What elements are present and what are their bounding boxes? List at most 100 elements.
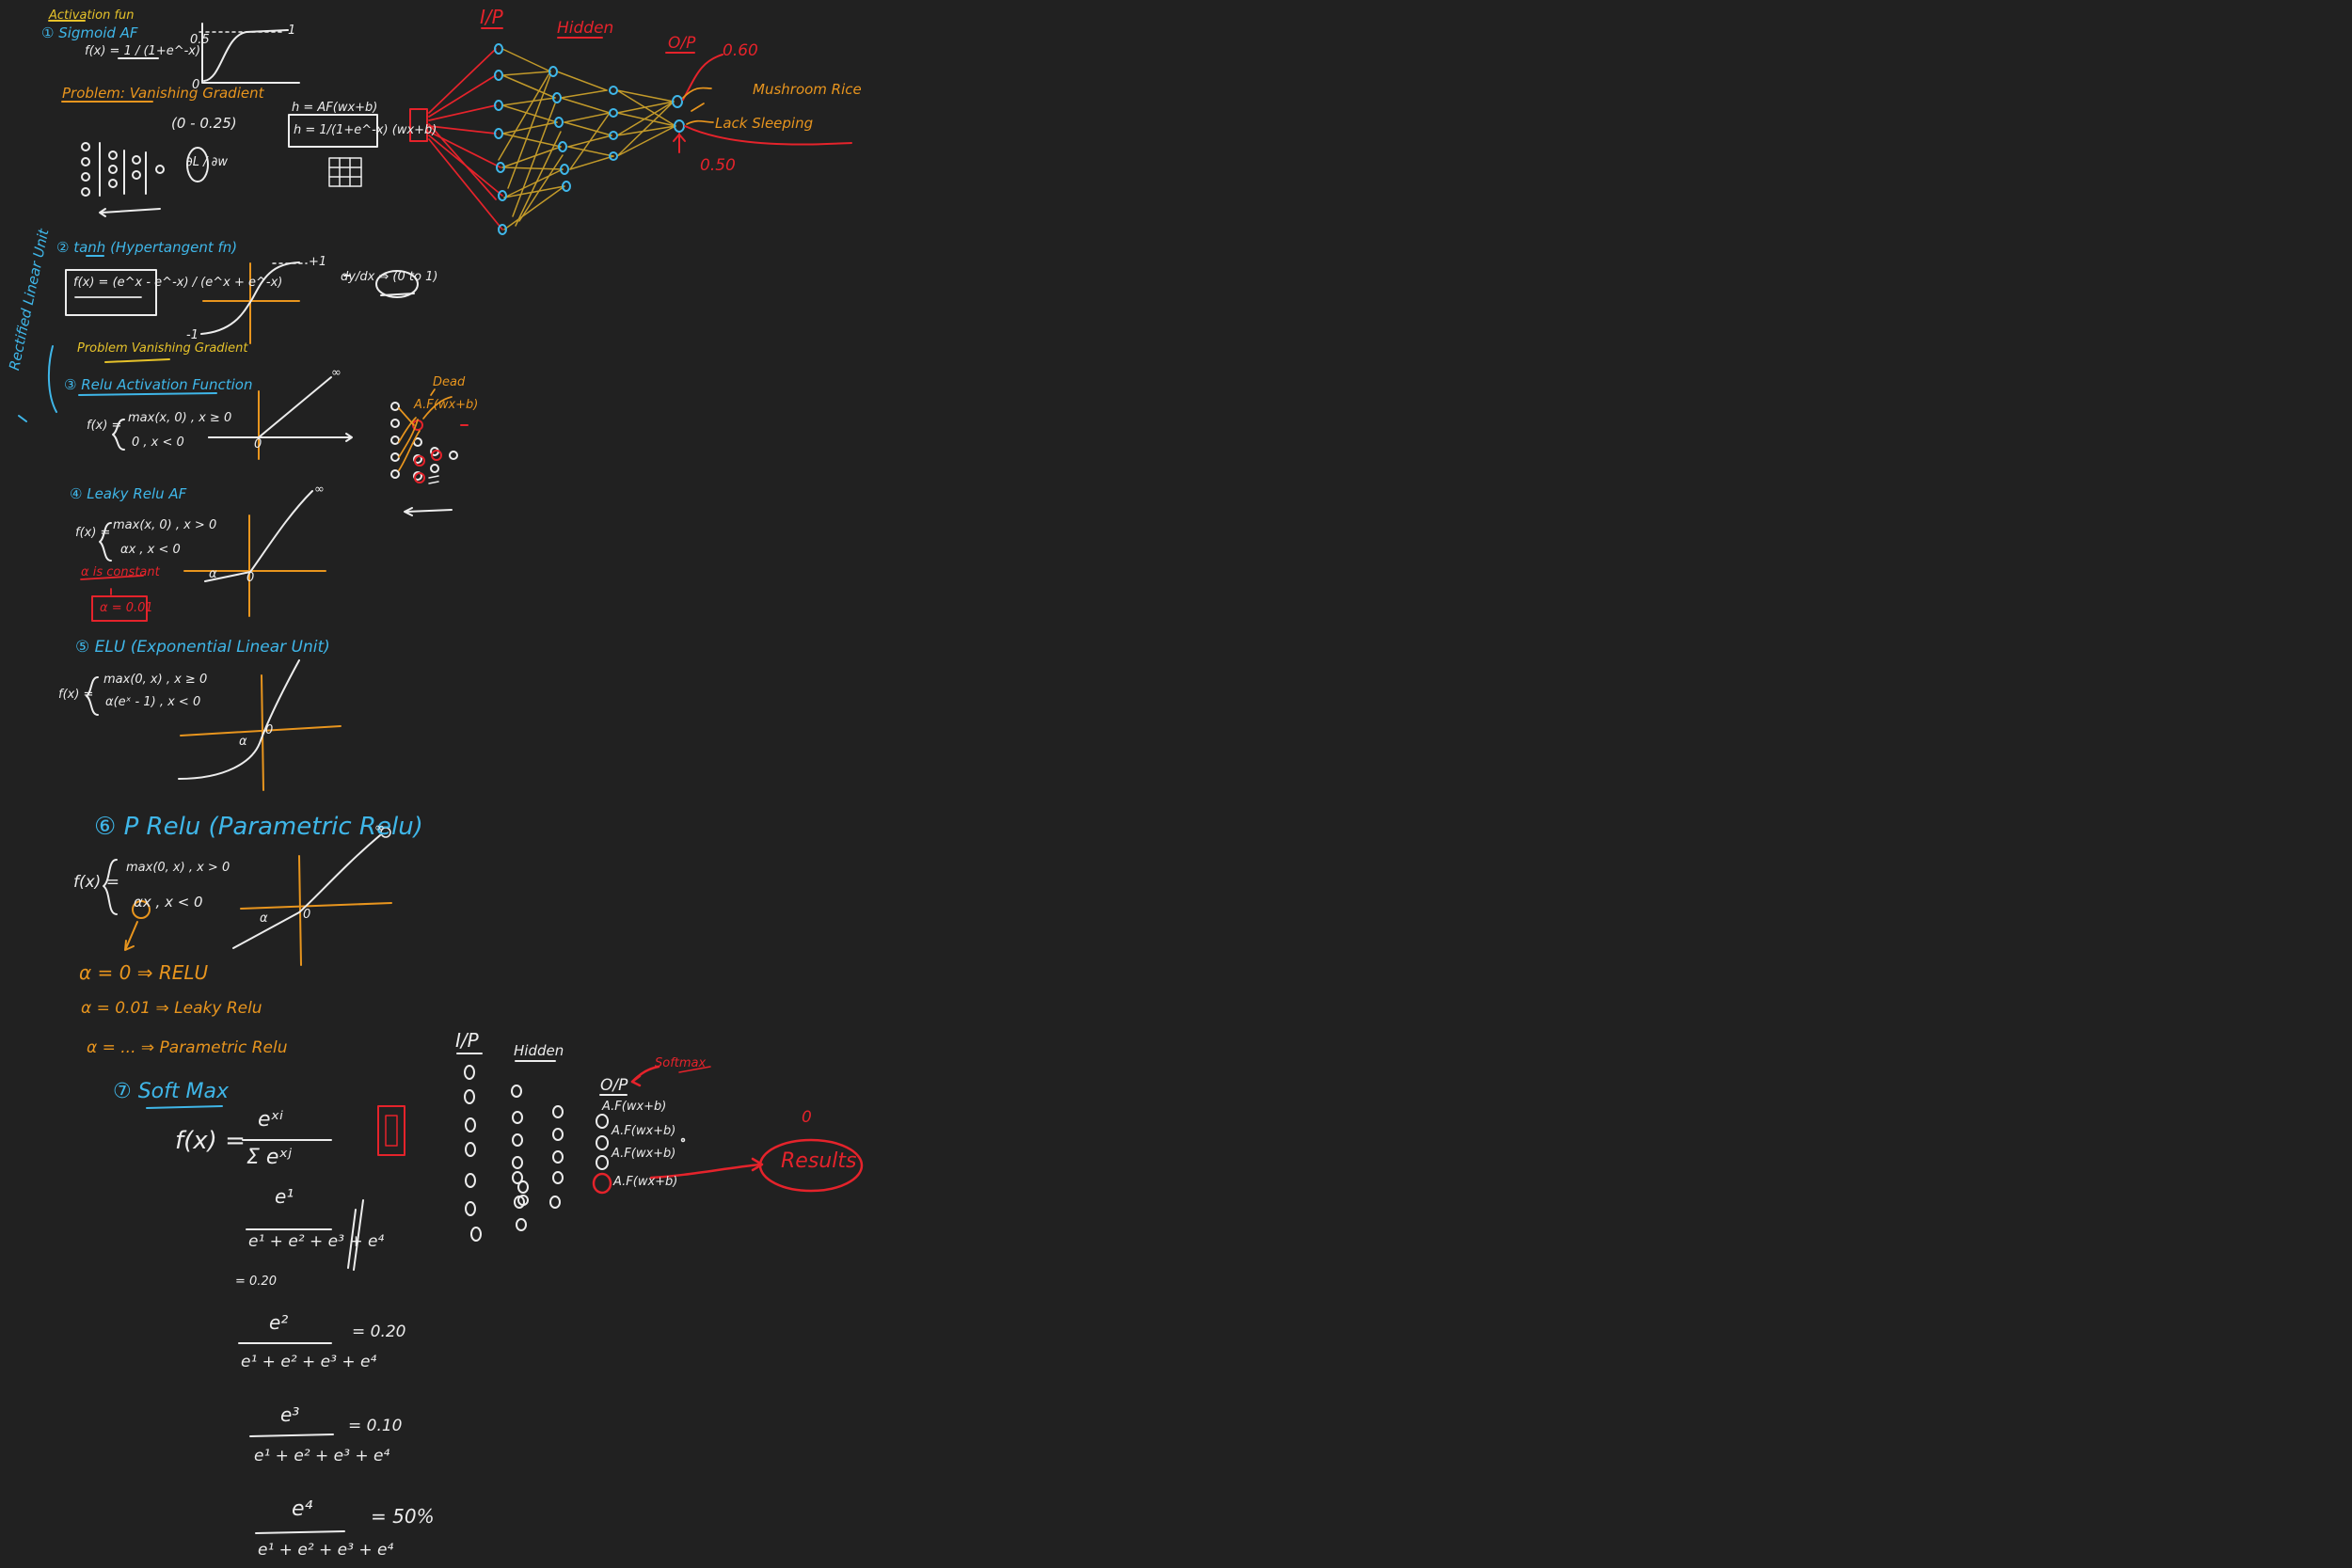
softmax-result-value: 0 (802, 1108, 812, 1127)
hidden-layer-label: Hidden (557, 19, 614, 38)
relu-side-bracket (18, 345, 57, 422)
sigmoid-graph (199, 23, 300, 84)
prelu-case-leaky: α = 0.01 ⇒ Leaky Relu (81, 999, 262, 1018)
elu-origin: 0 (265, 723, 274, 737)
softmax-output-4: A.F(wx+b) (613, 1175, 678, 1189)
softmax-output-3: A.F(wx+b) (612, 1147, 676, 1161)
leaky-relu-graph (183, 490, 326, 617)
class-top-label: Mushroom Rice (753, 81, 862, 98)
tanh-derivative: dy/dx ⇒ (0 to 1) (341, 270, 438, 284)
leaky-note: α is constant (81, 565, 160, 579)
sigmoid-top-value: 1 (288, 24, 296, 38)
small-network-diagram (81, 142, 165, 217)
tanh-bottom-value: -1 (186, 328, 199, 342)
activation-heading: Activation fun (49, 8, 135, 23)
softmax-eq1-numerator: e¹ (275, 1185, 294, 1208)
softmax-fx: f(x) = (175, 1127, 246, 1155)
relu-formula-brace (112, 419, 125, 451)
leaky-alpha: α (209, 567, 217, 581)
results-ellipse (758, 1138, 864, 1193)
output-bottom-value: 0.50 (700, 156, 736, 175)
prelu-case-parametric: α = ... ⇒ Parametric Relu (87, 1038, 288, 1057)
elu-fx: f(x) = (58, 688, 94, 702)
sigmoid-problem: Problem: Vanishing Gradient (62, 85, 264, 102)
relu-origin: 0 (254, 437, 262, 451)
sigmoid-heading: ① Sigmoid AF (41, 24, 138, 41)
winning-output-circle (592, 1172, 612, 1195)
relu-fx: f(x) = (87, 419, 122, 433)
softmax-eq4-result: = 50% (371, 1505, 435, 1528)
prelu-formula-brace (103, 859, 118, 915)
class-bottom-label: Lack Sleeping (715, 115, 814, 132)
tanh-formula-box (65, 269, 157, 316)
sigmoid-range: (0 - 0.25) (171, 115, 237, 132)
sigmoid-formula: f(x) = 1 / (1+e^-x) (85, 44, 201, 58)
elu-heading: ⑤ ELU (Exponential Linear Unit) (75, 638, 330, 657)
neuron-equation-boxed: h = 1/(1+e^-x) (wx+b) (294, 123, 437, 137)
leaky-alpha-value: α = 0.01 (100, 601, 153, 615)
elu-alpha: α (239, 735, 247, 749)
softmax-eq2-denominator: e¹ + e² + e³ + e⁴ (241, 1353, 377, 1371)
softmax-eq4-numerator: e⁴ (292, 1497, 313, 1521)
weight-grid-icon (328, 157, 362, 187)
prelu-graph (232, 827, 392, 966)
sigmoid-mid-value: 0.5 (190, 33, 210, 47)
alpha-value-box (91, 595, 148, 622)
tanh-top-value: +1 (309, 255, 327, 269)
relu-dead-note: Dead (433, 375, 466, 389)
input-layer-label: I/P (480, 6, 503, 28)
softmax-tag: Softmax (655, 1056, 707, 1070)
leaky-origin: 0 (246, 571, 255, 585)
softmax-network-diagram (456, 1053, 628, 1242)
leaky-heading: ④ Leaky Relu AF (70, 485, 187, 502)
softmax-output-2: A.F(wx+b) (612, 1124, 676, 1138)
softmax-numerator: eˣⁱ (258, 1108, 284, 1132)
output-layer-label: O/P (668, 34, 696, 53)
relu-infinity: ∞ (331, 366, 342, 380)
tanh-problem: Problem Vanishing Gradient (77, 341, 248, 356)
softmax-eq3-result: = 0.10 (348, 1417, 403, 1435)
softmax-output-label: O/P (600, 1076, 628, 1095)
elu-formula-brace (86, 676, 99, 716)
prelu-origin: 0 (303, 908, 311, 922)
elu-formula-bottom: α(eˣ - 1) , x < 0 (105, 695, 201, 709)
softmax-eq4-denominator: e¹ + e² + e³ + e⁴ (258, 1541, 394, 1560)
softmax-eq2-numerator: e² (269, 1311, 289, 1334)
softmax-results-tag: Results (781, 1149, 857, 1173)
softmax-eq1-denominator: e¹ + e² + e³ + e⁴ (248, 1232, 385, 1251)
prelu-formula-bottom: αx , x < 0 (134, 894, 203, 911)
leaky-formula-bottom: αx , x < 0 (120, 543, 181, 557)
softmax-eq3-numerator: e³ (280, 1403, 300, 1426)
softmax-eq1-result: = 0.20 (235, 1275, 277, 1289)
relu-graph (208, 376, 353, 460)
tanh-heading: ② tanh (Hypertangent fn) (56, 239, 238, 256)
neuron-equation: h = AF(wx+b) (292, 101, 378, 115)
tanh-graph (200, 261, 308, 344)
leaky-formula-top: max(x, 0) , x > 0 (113, 518, 217, 532)
prelu-heading: ⑥ P Relu (Parametric Relu) (94, 813, 423, 841)
softmax-hidden-label: Hidden (514, 1042, 564, 1059)
softmax-denominator: Σ eˣʲ (246, 1146, 293, 1169)
elu-graph (178, 659, 342, 791)
softmax-red-box (377, 1105, 405, 1156)
softmax-input-label: I/P (455, 1029, 479, 1052)
leaky-fx: f(x) = (75, 526, 111, 540)
alpha-highlight-circle (132, 900, 151, 919)
prelu-alpha: α (260, 911, 268, 926)
sigmoid-derivative: ∂L / ∂w (186, 155, 228, 169)
softmax-eq2-result: = 0.20 (352, 1323, 406, 1341)
leaky-formula-brace (99, 522, 112, 562)
equation-box (288, 114, 378, 148)
softmax-output-1: A.F(wx+b) (602, 1100, 667, 1114)
tanh-formula: f(x) = (e^x - e^-x) / (e^x + e^-x) (73, 276, 283, 290)
prelu-case-relu: α = 0 ⇒ RELU (79, 961, 209, 984)
leaky-infinity: ∞ (314, 483, 325, 497)
relu-formula-top: max(x, 0) , x ≥ 0 (128, 411, 232, 425)
neural-network-diagram (409, 27, 852, 235)
relu-activation-note: A.F(wx+b) (414, 398, 479, 412)
relu-formula-bottom: 0 , x < 0 (132, 436, 184, 450)
relu-heading: ③ Relu Activation Function (64, 376, 253, 393)
sigmoid-low-value: 0 (192, 78, 200, 92)
